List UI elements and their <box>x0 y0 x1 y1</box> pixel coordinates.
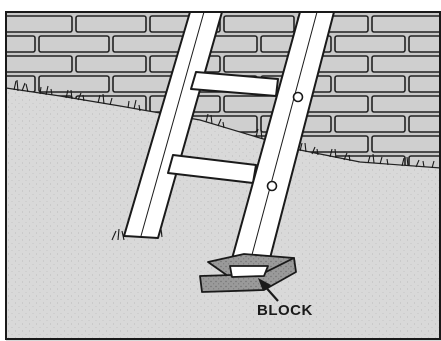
block-label: BLOCK <box>257 302 313 319</box>
